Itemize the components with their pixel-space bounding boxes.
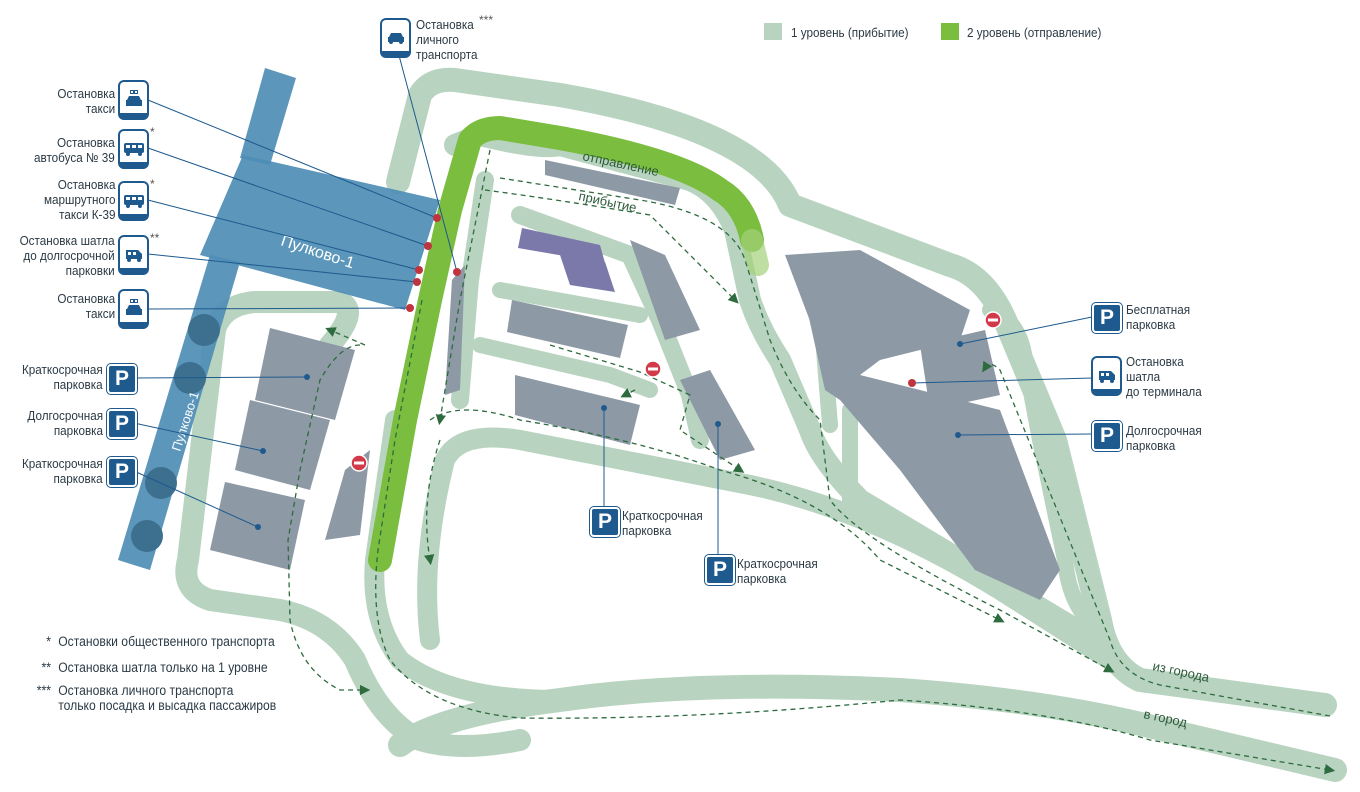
inner-road-d xyxy=(472,282,858,518)
route-lines xyxy=(287,149,1336,775)
legend-level1-label: 1 уровень (прибытие) xyxy=(791,25,909,40)
no-entry-icon xyxy=(984,311,1002,329)
west-loop xyxy=(175,291,531,757)
terminal-pier-north xyxy=(240,68,296,165)
stop-star: * xyxy=(150,177,155,191)
outer-road-lower xyxy=(388,674,1347,782)
legend-level2-swatch xyxy=(941,23,959,40)
parking-icon: P xyxy=(107,457,137,487)
special-buildings xyxy=(518,228,615,292)
inner-road-a xyxy=(364,410,570,710)
parking-icon: P xyxy=(1092,421,1122,451)
parking-lot xyxy=(920,330,1000,410)
parking-lot xyxy=(805,295,860,400)
taxi-icon xyxy=(120,291,147,327)
parking-icon: P xyxy=(590,507,620,537)
taxi-icon xyxy=(120,82,147,118)
stop-star: ** xyxy=(150,231,160,245)
parking-lot xyxy=(507,300,628,358)
stop-star: * xyxy=(150,125,155,139)
bus-icon xyxy=(120,131,147,167)
gate xyxy=(131,520,163,552)
parking-lot xyxy=(545,160,680,205)
no-entry-signs xyxy=(350,311,1002,472)
parking-lot xyxy=(785,250,1060,600)
parking-lot xyxy=(255,328,355,420)
parking-lot xyxy=(630,240,700,340)
private-stop-star: *** xyxy=(479,13,494,27)
parking-lot xyxy=(680,370,755,460)
parking-lot xyxy=(235,400,330,490)
parking-lot xyxy=(325,450,370,540)
footnote: **Остановка шатла только на 1 уровне xyxy=(41,660,268,675)
east-service-road xyxy=(982,302,1108,638)
level2-departure-road xyxy=(368,116,769,572)
terminal-building: Пулково-1 Пулково-1 xyxy=(118,68,440,570)
terminal-main xyxy=(200,155,440,310)
stop-dots xyxy=(406,214,916,387)
parking-lot xyxy=(515,375,640,445)
car-icon xyxy=(382,20,409,56)
shuttle-icon xyxy=(1093,358,1120,394)
no-entry-icon xyxy=(350,454,368,472)
parking-icon: P xyxy=(1092,303,1122,333)
minibus-icon xyxy=(120,183,147,219)
parking-icon: P xyxy=(107,409,137,439)
legend-level1-swatch xyxy=(764,23,782,40)
gate xyxy=(188,314,220,346)
inner-road-b xyxy=(417,427,1120,670)
leader-lines xyxy=(133,47,1093,556)
parking-dots xyxy=(255,341,963,530)
shuttle-icon xyxy=(120,237,147,273)
parking-icon: P xyxy=(705,555,735,585)
parking-icon: P xyxy=(107,364,137,394)
footnote: *Остановки общественного транспорта xyxy=(46,634,275,649)
no-entry-icon xyxy=(644,360,662,378)
legend-level2-label: 2 уровень (отправление) xyxy=(967,25,1102,40)
